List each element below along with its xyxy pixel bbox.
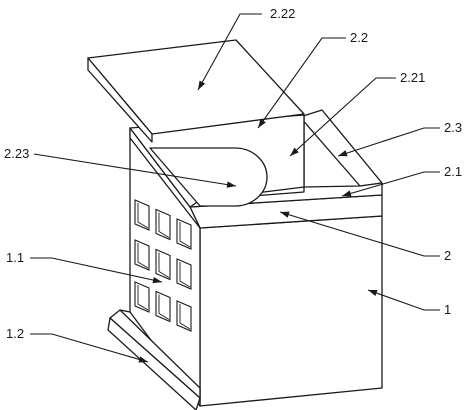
arrowhead-c22 — [258, 118, 266, 128]
arrowhead-c11 — [152, 276, 162, 284]
callout-label-c221: 2.21 — [400, 70, 425, 85]
window-depth-5 — [158, 252, 170, 278]
window-8 — [176, 258, 192, 290]
window-2 — [134, 239, 150, 271]
arrowhead-c12 — [138, 356, 148, 363]
window-4 — [155, 208, 171, 241]
body-block — [129, 127, 383, 407]
callout-label-c22: 2.2 — [350, 30, 368, 45]
callout-layer: 2.22 2.2 2.21 2.3 2.23 2.1 2 1.1 1 1.2 — [4, 6, 462, 363]
callout-label-c11: 1.1 — [6, 250, 24, 265]
window-3 — [134, 281, 150, 313]
leader-c2 — [279, 211, 440, 257]
window-depth-1 — [137, 203, 149, 229]
leader-c12 — [30, 333, 149, 363]
window-depth-3 — [137, 285, 149, 311]
arrowhead-c223 — [226, 181, 236, 188]
step-top-face — [299, 109, 383, 187]
window-depth-8 — [179, 262, 191, 288]
callout-label-c2: 2 — [444, 248, 451, 263]
body-front-face — [199, 215, 383, 407]
rail-side-face — [107, 317, 201, 410]
callout-label-c222: 2.22 — [270, 6, 295, 21]
top-plate-edge — [87, 57, 153, 143]
leader-c22 — [257, 37, 346, 129]
window-depth-4 — [158, 212, 170, 238]
callout-label-c1: 1 — [444, 302, 451, 317]
window-grid — [134, 199, 192, 332]
arrowhead-c222 — [198, 80, 206, 90]
window-1 — [134, 199, 150, 231]
arrowhead-c23 — [338, 150, 348, 157]
bottom-rail — [107, 309, 201, 410]
arrowhead-c1 — [368, 290, 378, 297]
window-5 — [155, 248, 171, 281]
arrowhead-c21 — [342, 190, 352, 197]
callout-label-c223: 2.23 — [4, 146, 29, 161]
arrowhead-c221 — [290, 147, 299, 156]
window-depth-2 — [137, 243, 149, 269]
slot-cutout — [149, 147, 268, 207]
window-6 — [155, 290, 171, 323]
leader-c223 — [33, 153, 237, 187]
leader-c11 — [30, 257, 163, 283]
leader-c1 — [367, 289, 440, 311]
leader-c222 — [197, 13, 262, 91]
window-7 — [176, 218, 192, 250]
callout-label-c21: 2.1 — [444, 164, 462, 179]
window-depth-9 — [179, 304, 191, 330]
window-depth-7 — [179, 222, 191, 248]
slot-surface — [129, 114, 305, 208]
arrowhead-c2 — [280, 211, 290, 218]
window-9 — [176, 300, 192, 332]
window-depth-6 — [158, 294, 170, 320]
callout-label-c12: 1.2 — [6, 326, 24, 341]
leader-c221 — [289, 77, 396, 157]
top-plate — [87, 39, 305, 143]
callout-label-c23: 2.3 — [444, 120, 462, 135]
leader-c21 — [341, 171, 440, 197]
leader-c23 — [337, 127, 440, 157]
